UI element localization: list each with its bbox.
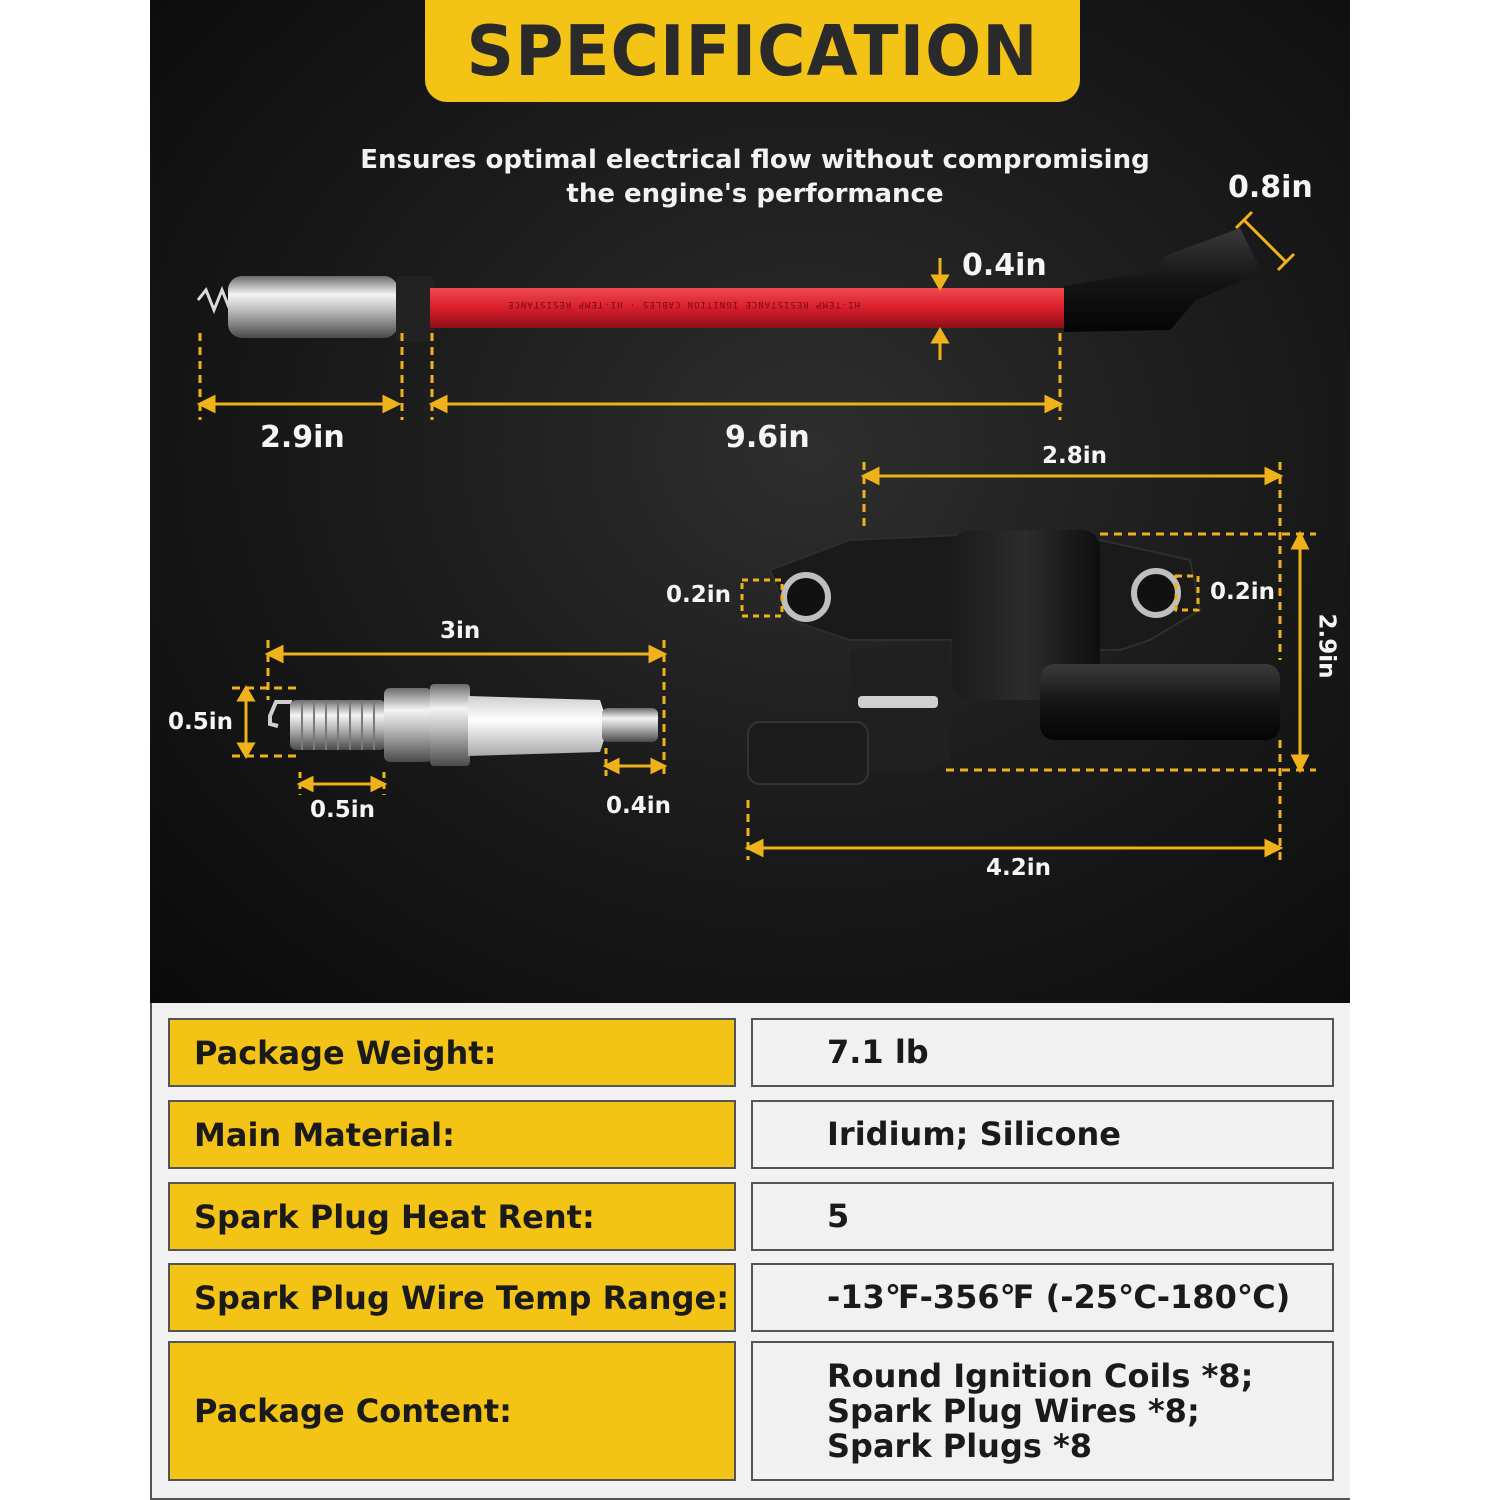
dim-coil-top-width: 2.8in [1042,443,1108,469]
spec-value: Iridium; Silicone [751,1100,1334,1169]
dim-plug-tip-height: 0.5in [168,709,234,735]
spec-row: Package Weight: 7.1 lb [168,1018,1334,1087]
spec-row: Main Material: Iridium; Silicone [168,1100,1334,1169]
spec-value: -13℉-356℉ (-25℃-180℃) [751,1263,1334,1332]
spec-value: 7.1 lb [751,1018,1334,1087]
spec-row: Spark Plug Wire Temp Range: -13℉-356℉ (-… [168,1263,1334,1332]
coil-mount-hole-right [1131,568,1181,618]
plug-hex [430,684,470,766]
subtitle-line-1: Ensures optimal electrical flow without … [360,145,1150,175]
coil-boot [1040,664,1280,740]
coil-mount-hole-left [781,572,831,622]
spec-row: Spark Plug Heat Rent: 5 [168,1182,1334,1251]
page-title: SPECIFICATION [466,10,1039,92]
spec-label: Spark Plug Wire Temp Range: [168,1263,736,1332]
wire-print-text: HI-TEMP RESISTANCE IGNITION CABLES · HI-… [507,299,860,309]
dim-coil-length: 4.2in [986,855,1052,881]
ignition-coil [747,530,1280,785]
plug-dimension-lines [232,640,668,795]
spec-row: Package Content: Round Ignition Coils *8… [168,1341,1334,1481]
engine-background-panel [150,0,1350,1003]
plug-electrode [268,700,292,728]
dim-coil-height: 2.9in [1313,613,1340,679]
plug-insulator [468,696,604,756]
title-banner: SPECIFICATION [425,0,1080,102]
coil-body [952,530,1100,700]
spark-plug-wire: HI-TEMP RESISTANCE IGNITION CABLES · HI-… [196,228,1262,342]
package-content-line: Spark Plug Wires *8; [827,1391,1200,1430]
spec-label: Package Weight: [168,1018,736,1087]
dim-plug-thread-length: 0.5in [310,797,376,823]
dim-wire-length: 9.6in [725,420,810,455]
dim-wire-diameter: 0.4in [962,248,1047,283]
dim-plug-length: 3in [440,618,481,644]
spec-value: 5 [751,1182,1334,1251]
spec-value: Round Ignition Coils *8; Spark Plug Wire… [751,1341,1334,1481]
product-diagram: HI-TEMP RESISTANCE IGNITION CABLES · HI-… [196,210,1316,860]
spec-label: Spark Plug Heat Rent: [168,1182,736,1251]
spec-label: Main Material: [168,1100,736,1169]
wire-boot [1064,228,1262,332]
subtitle: Ensures optimal electrical flow without … [355,143,1155,211]
plug-terminal [602,708,658,742]
wire-dimension-lines [196,210,1296,420]
dim-coil-hole-right: 0.2in [1210,579,1276,605]
package-content-line: Round Ignition Coils *8; [827,1356,1254,1395]
wire-terminal [228,276,398,338]
coil-dimension-lines [740,462,1316,860]
dim-coil-hole-left: 0.2in [666,582,732,608]
spark-plug [268,684,658,766]
spec-label: Package Content: [168,1341,736,1481]
dim-wire-boot-width: 0.8in [1228,170,1313,205]
coil-plug-connector [747,721,869,785]
wire-terminal-nut [396,276,434,342]
package-content-line: Spark Plugs *8 [827,1426,1093,1465]
wire-cable [430,288,1070,328]
plug-shell [384,688,432,762]
subtitle-line-2: the engine's performance [566,179,944,209]
dim-wire-terminal-length: 2.9in [260,420,345,455]
coil-clip [858,696,938,708]
dim-plug-terminal-length: 0.4in [606,793,672,819]
